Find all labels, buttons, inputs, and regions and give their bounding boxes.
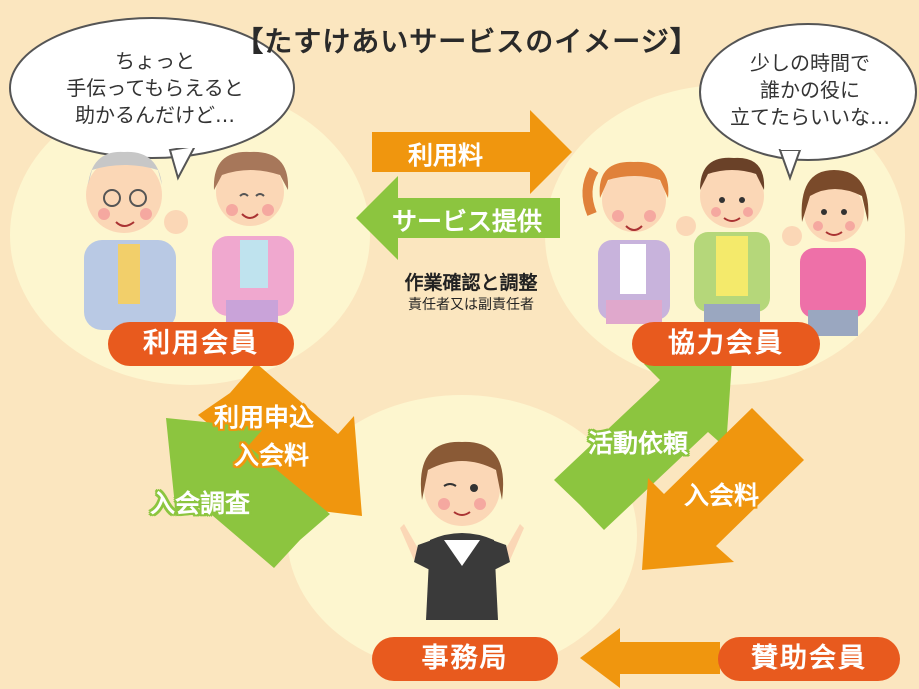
helper-bubble-line: 少しの時間で [750,51,870,75]
diagram-title: 【たすけあいサービスのイメージ】 [235,25,699,58]
helper-fee-arrow-label: 入会料 [684,481,760,510]
user-bubble-line: 手伝ってもらえると [66,76,244,100]
user-member-node: 利用会員 [108,322,294,366]
user-bubble-line: 助かるんだけど… [75,103,235,127]
supporter-member-node: 賛助会員 [718,637,900,681]
helper-speech-bubble [699,23,917,181]
request-arrow [554,360,732,530]
helper-bubble-line: 立てたらいいな… [730,105,890,129]
helper-woman-right-figure [782,170,869,336]
elderly-man-figure [84,151,188,330]
user-speech-bubble [9,17,295,181]
user-bubble-text: ちょっと 手伝ってもらえると 助かるんだけど… [40,48,270,129]
helper-woman-left-figure [582,161,670,324]
survey-arrow [166,418,330,568]
apply-arrow [198,363,362,516]
apply-arrow-label-line2: 入会料 [234,441,310,470]
helper-bubble-text: 少しの時間で 誰かの役に 立てたらいいな… [710,50,910,131]
helper-fee-arrow [642,408,804,570]
request-arrow-label: 活動依頼 [588,429,689,458]
fee-arrow-label: 利用料 [408,141,484,170]
coordination-label: 作業確認と調整 [404,272,538,294]
user-bubble-line: ちょっと [115,49,195,73]
service-arrow [356,176,560,260]
survey-arrow-label: 入会調査 [150,489,251,518]
office-node: 事務局 [372,637,558,681]
service-arrow-label: サービス提供 [392,207,543,236]
coordination-sublabel: 責任者又は副責任者 [408,297,534,313]
office-staff-figure [400,441,524,620]
fee-arrow [372,110,572,194]
apply-arrow-label-line1: 利用申込 [214,403,315,432]
helper-bubble-line: 誰かの役に [760,78,860,102]
helper-member-node: 協力会員 [632,322,820,366]
supporter-arrow [580,628,720,688]
helper-man-figure [676,157,770,338]
